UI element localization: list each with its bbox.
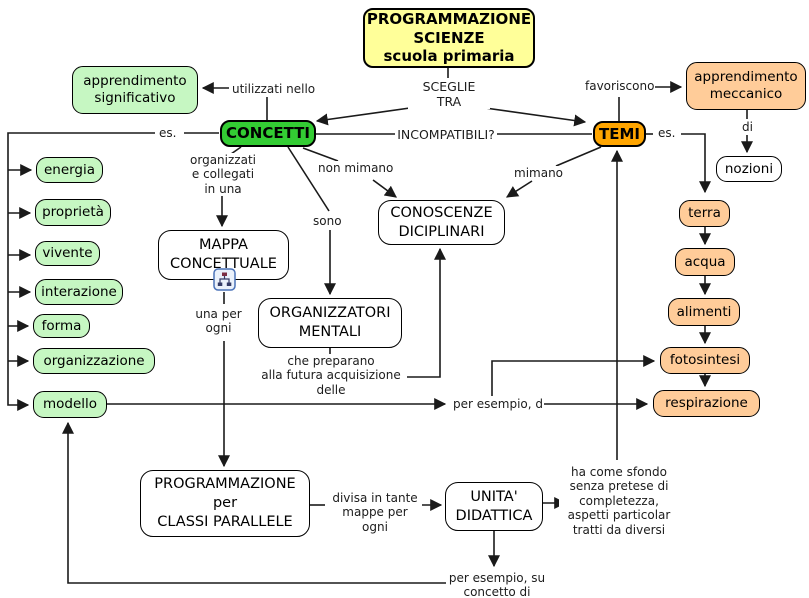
link-utilizzati-nello: utilizzati nello bbox=[231, 82, 317, 97]
concept-map-icon[interactable] bbox=[213, 268, 236, 295]
node-vivente[interactable]: vivente bbox=[35, 241, 100, 266]
node-respirazione[interactable]: respirazione bbox=[653, 390, 760, 417]
node-alimenti[interactable]: alimenti bbox=[668, 298, 740, 326]
node-terra[interactable]: terra bbox=[679, 200, 730, 227]
link-organizzati-e-collegati: organizzati e collegati in una bbox=[177, 153, 269, 197]
node-fotosintesi[interactable]: fotosintesi bbox=[660, 347, 750, 374]
link-una-per-ogni: una per ogni bbox=[185, 307, 252, 336]
node-apprendimento-meccanico[interactable]: apprendimento meccanico bbox=[686, 62, 806, 110]
link-divisa-in-tante-mappe: divisa in tante mappe per ogni bbox=[328, 491, 422, 535]
link-sceglie-tra: SCEGLIE TRA bbox=[408, 79, 490, 109]
node-organizzazione[interactable]: organizzazione bbox=[33, 348, 155, 374]
link-ha-come-sfondo: ha come sfondo senza pretese di complete… bbox=[559, 465, 679, 537]
node-concetti[interactable]: CONCETTI bbox=[220, 120, 316, 147]
link-incompatibili: INCOMPATIBILI? bbox=[395, 127, 497, 142]
node-organizzatori-mentali[interactable]: ORGANIZZATORI MENTALI bbox=[258, 298, 402, 348]
node-forma[interactable]: forma bbox=[33, 314, 90, 338]
node-temi[interactable]: TEMI bbox=[593, 121, 646, 147]
link-es-left: es. bbox=[158, 126, 178, 141]
node-title[interactable]: PROGRAMMAZIONE SCIENZE scuola primaria bbox=[363, 8, 535, 68]
node-interazione[interactable]: interazione bbox=[35, 279, 123, 305]
node-nozioni[interactable]: nozioni bbox=[716, 156, 782, 182]
link-di: di bbox=[741, 120, 754, 135]
node-unita-didattica[interactable]: UNITA' DIDATTICA bbox=[445, 482, 543, 531]
link-per-esempio-d: per esempio, d bbox=[452, 397, 544, 412]
node-energia[interactable]: energia bbox=[36, 157, 103, 183]
node-apprendimento-significativo[interactable]: apprendimento significativo bbox=[72, 66, 198, 114]
link-es-right: es. bbox=[657, 126, 677, 141]
link-sono: sono bbox=[312, 214, 343, 229]
node-conoscenze-diciplinari[interactable]: CONOSCENZE DICIPLINARI bbox=[378, 200, 505, 245]
link-che-preparano: che preparano alla futura acquisizione d… bbox=[255, 354, 407, 398]
node-acqua[interactable]: acqua bbox=[675, 248, 735, 276]
node-programmazione-classi-parallele[interactable]: PROGRAMMAZIONE per CLASSI PARALLELE bbox=[140, 470, 310, 537]
node-modello[interactable]: modello bbox=[33, 391, 107, 418]
link-per-esempio-su-concetto: per esempio, su concetto di bbox=[446, 571, 548, 598]
node-proprieta[interactable]: proprietà bbox=[35, 199, 111, 226]
link-favoriscono: favoriscono bbox=[584, 79, 656, 94]
link-mimano: mimano bbox=[513, 166, 565, 181]
link-non-mimano: non mimano bbox=[317, 161, 395, 176]
